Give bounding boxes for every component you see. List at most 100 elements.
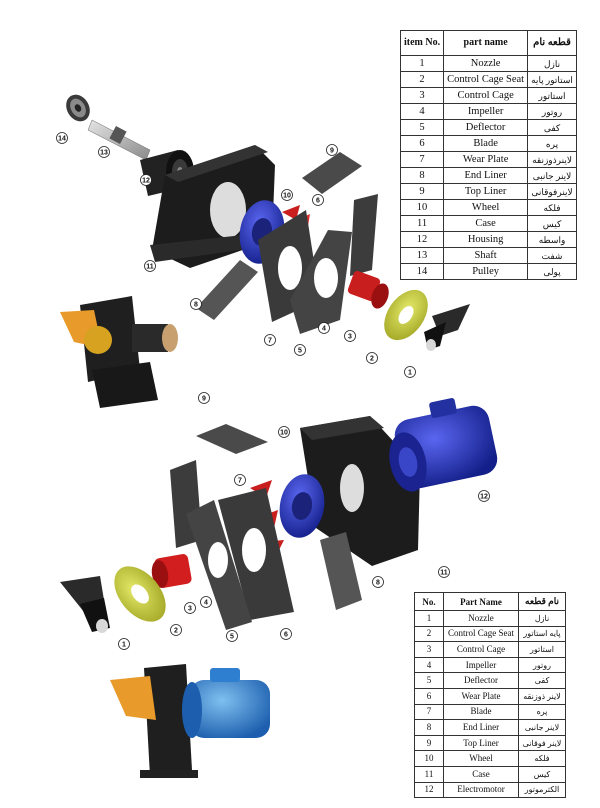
cell-name: Control Cage Seat bbox=[443, 71, 529, 88]
control-cage-seat-part bbox=[384, 289, 428, 341]
callout-number: 13 bbox=[100, 149, 108, 156]
callout-number: 9 bbox=[330, 147, 334, 154]
cell-no: 9 bbox=[414, 734, 444, 752]
cell-name: Wear Plate bbox=[443, 151, 529, 168]
callout-number: 7 bbox=[238, 477, 242, 484]
pulley-part bbox=[66, 94, 90, 122]
cell-no: 12 bbox=[399, 231, 445, 248]
callout-circle bbox=[278, 426, 290, 438]
cell-fa: لاینر جانبی bbox=[518, 719, 566, 736]
callout-number: 3 bbox=[348, 333, 352, 340]
callout-circle bbox=[118, 638, 130, 650]
callout-circle bbox=[478, 490, 490, 502]
callout-number: 6 bbox=[316, 197, 320, 204]
cell-no: 1 bbox=[399, 55, 445, 72]
callout-number: 2 bbox=[370, 355, 374, 362]
cell-name: Shaft bbox=[443, 247, 529, 264]
cell-no: 4 bbox=[399, 103, 445, 120]
cell-no: 7 bbox=[414, 703, 444, 721]
callout-circle bbox=[234, 474, 246, 486]
cell-no: 3 bbox=[414, 641, 444, 658]
cell-no: 6 bbox=[399, 135, 445, 152]
cell-fa: استاتور پایه bbox=[527, 71, 577, 88]
cell-fa: کفی bbox=[527, 119, 577, 136]
cell-fa: استاتور bbox=[518, 641, 566, 658]
cell-fa: لاینر ذوزنقه bbox=[518, 687, 566, 705]
callout-number: 8 bbox=[376, 579, 380, 586]
end-liner-part bbox=[196, 260, 258, 320]
cell-name: Top Liner bbox=[443, 734, 519, 752]
shaft-part bbox=[87, 119, 151, 161]
bottom-exploded-view bbox=[60, 398, 498, 633]
cell-name: Blade bbox=[443, 703, 519, 721]
header-part-name-fa: قطعه نام bbox=[527, 30, 577, 56]
cell-fa: نازل bbox=[527, 55, 577, 72]
callout-number: 3 bbox=[188, 605, 192, 612]
header-part-name: part name bbox=[443, 30, 529, 56]
cell-fa: کیس bbox=[518, 765, 566, 783]
cell-name: Nozzle bbox=[443, 55, 529, 72]
cell-fa: کیس bbox=[527, 215, 577, 232]
callout-number: 4 bbox=[204, 599, 208, 606]
cell-fa: روتور bbox=[518, 656, 566, 674]
callout-number: 10 bbox=[280, 429, 288, 436]
cell-fa: لاینر جانبی bbox=[527, 167, 577, 184]
cell-fa: نازل bbox=[518, 610, 566, 627]
cell-no: 5 bbox=[399, 119, 445, 136]
callout-number: 11 bbox=[146, 263, 154, 270]
callout-circle bbox=[200, 596, 212, 608]
callout-circle bbox=[318, 322, 330, 334]
cell-no: 6 bbox=[414, 687, 444, 705]
callout-circle bbox=[366, 352, 378, 364]
cell-no: 9 bbox=[399, 183, 445, 200]
cell-name: Wear Plate bbox=[443, 687, 519, 705]
cell-name: Pulley bbox=[443, 263, 529, 280]
cell-no: 8 bbox=[399, 167, 445, 184]
callout-number: 8 bbox=[194, 301, 198, 308]
cell-name: Deflector bbox=[443, 119, 529, 136]
cell-name: Impeller bbox=[443, 103, 529, 120]
callout-circle bbox=[280, 628, 292, 640]
cell-fa: استاتور bbox=[527, 87, 577, 104]
callout-circle bbox=[344, 330, 356, 342]
cell-fa: کفی bbox=[518, 672, 566, 689]
cell-no: 10 bbox=[399, 199, 445, 216]
header-part-name: Part Name bbox=[443, 592, 519, 611]
callout-number: 7 bbox=[268, 337, 272, 344]
cell-name: End Liner bbox=[443, 167, 529, 184]
header-part-name-fa: نام قطعه bbox=[518, 592, 566, 611]
callout-circle bbox=[281, 189, 293, 201]
cell-name: Blade bbox=[443, 135, 529, 152]
callout-circle bbox=[170, 624, 182, 636]
callout-circle bbox=[372, 576, 384, 588]
electromotor-part bbox=[389, 398, 498, 492]
callout-circle bbox=[98, 146, 110, 158]
callout-circle bbox=[198, 392, 210, 404]
end-liner-part-2 bbox=[350, 194, 378, 276]
cell-fa: فلکه bbox=[518, 750, 566, 767]
cell-name: Wheel bbox=[443, 199, 529, 216]
callout-circle bbox=[226, 630, 238, 642]
callout-number: 5 bbox=[298, 347, 302, 354]
cell-name: Case bbox=[443, 765, 519, 783]
